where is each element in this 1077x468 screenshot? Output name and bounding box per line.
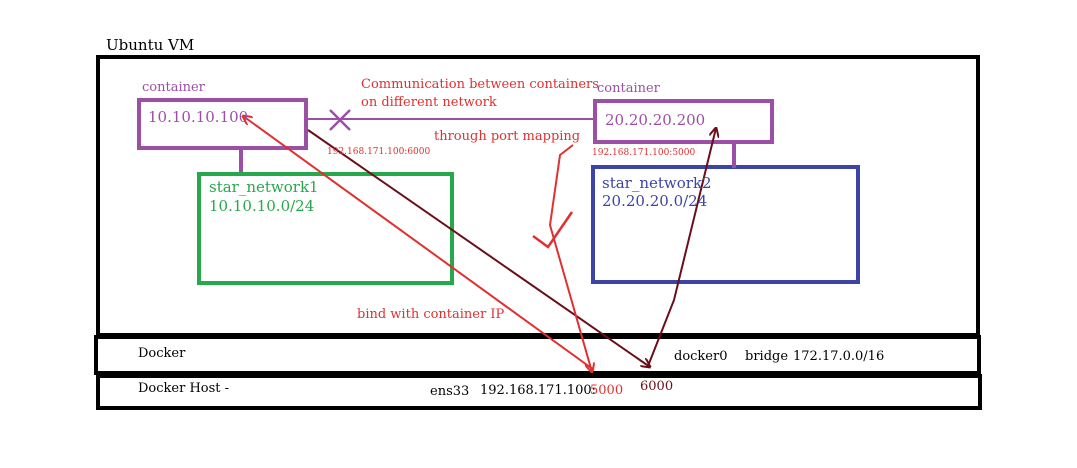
bridge-subnet: 172.17.0.0/16 (793, 349, 885, 364)
port-mapping-path (548, 144, 592, 372)
port-6000-to-container2-arrow (647, 128, 716, 367)
network1-subnet: 10.10.10.0/24 (209, 197, 315, 215)
port-mapping-annotation: through port mapping (434, 129, 581, 144)
comm-annotation-line2: on different network (361, 95, 497, 110)
docker-host-label: Docker Host - (138, 381, 230, 396)
network1-box (197, 172, 454, 285)
docker-bar (94, 335, 981, 375)
mapping-6000-annotation: 192.168.171.100:6000 (327, 147, 431, 157)
vm-title: Ubuntu VM (106, 36, 195, 54)
container2-ip: 20.20.20.200 (605, 111, 706, 129)
host-ip-prefix: 192.168.171.100: (480, 383, 597, 398)
mapping-5000-annotation: 192.168.171.100:5000 (592, 148, 696, 158)
container2-box (593, 99, 774, 144)
host-port-5000: 5000 (590, 383, 624, 398)
comm-annotation-line1: Communication between containers (361, 77, 599, 92)
docker-host-bar (96, 374, 982, 410)
container1-to-docker0-arrow (307, 129, 650, 367)
host-iface: ens33 (430, 384, 470, 399)
bridge-label: bridge (745, 349, 789, 364)
container1-box (137, 98, 308, 150)
host-port-6000: 6000 (640, 379, 674, 394)
network2-name: star_network2 (602, 174, 712, 192)
network1-name: star_network1 (209, 178, 319, 196)
container2-label: container (597, 81, 660, 96)
network2-subnet: 20.20.20.0/24 (602, 192, 708, 210)
bind-annotation: bind with container IP (357, 307, 505, 322)
check-mark (532, 211, 574, 249)
port-5000-to-container1-arrow (243, 116, 595, 371)
network2-box (591, 165, 860, 284)
container1-label: container (142, 80, 205, 95)
docker-label: Docker (138, 346, 186, 361)
docker0-label: docker0 (674, 349, 728, 364)
container1-ip: 10.10.10.100 (148, 108, 249, 126)
